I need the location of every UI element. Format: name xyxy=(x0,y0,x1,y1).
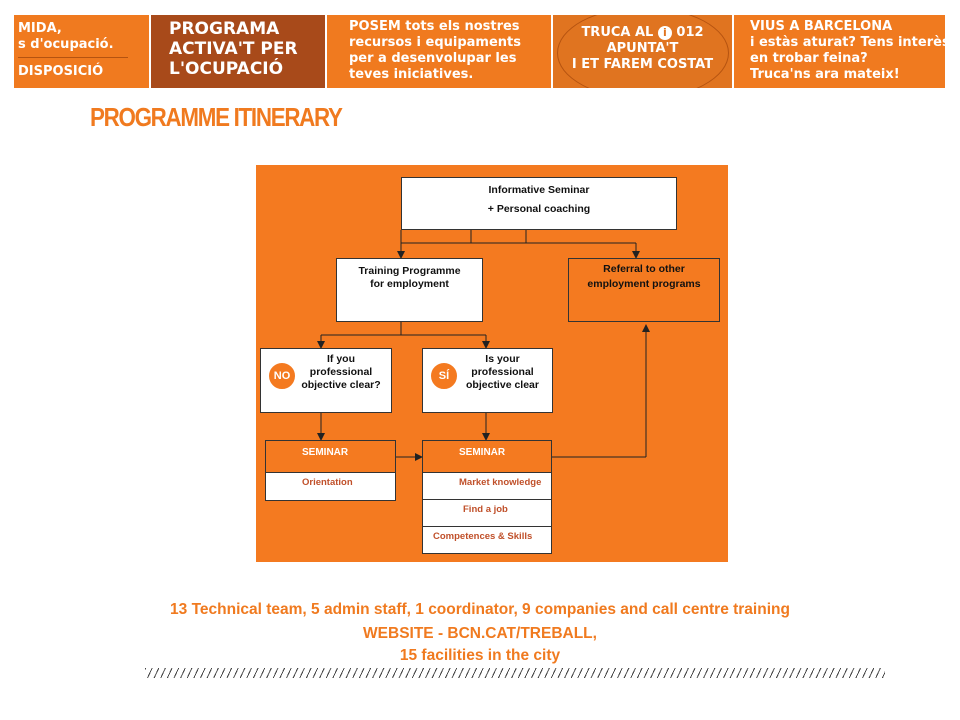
page-title: PROGRAMME ITINERARY xyxy=(90,102,343,132)
seminar-header: SEMINAR xyxy=(423,441,551,473)
banner-text: recursos i equipaments xyxy=(349,35,521,50)
top-banner: MIDA, s d'ocupació. DISPOSICIÓ PROGRAMA … xyxy=(14,15,945,88)
seminar-market-box: SEMINAR Market knowledge Find a job Comp… xyxy=(422,440,552,554)
box-text: Is your xyxy=(485,353,520,365)
banner-text: MIDA, xyxy=(18,21,62,36)
box-text: objective clear? xyxy=(301,379,381,391)
seminar-header: SEMINAR xyxy=(266,441,395,473)
banner-text: Truca'ns ara mateix! xyxy=(750,67,900,82)
box-text: If you xyxy=(327,353,355,365)
banner-text: per a desenvolupar les xyxy=(349,51,517,66)
seminar-item: Competences & Skills xyxy=(433,531,533,542)
box-text: employment programs xyxy=(587,278,701,290)
banner-text: teves iniciatives. xyxy=(349,67,474,82)
box-text: objective clear xyxy=(466,379,539,391)
footer-line-2: WEBSITE - BCN.CAT/TREBALL, xyxy=(363,625,597,642)
objective-unclear-box: NO If you professional objective clear? xyxy=(260,348,392,413)
box-text: Referral to other xyxy=(603,263,685,275)
footer-line-3: 15 facilities in the city xyxy=(399,647,561,664)
banner-text: VIUS A BARCELONA xyxy=(750,19,893,34)
banner-segment-5: VIUS A BARCELONA i estàs aturat? Tens in… xyxy=(742,15,945,88)
connector-lines xyxy=(317,230,650,461)
banner-segment-3: POSEM tots els nostres recursos i equipa… xyxy=(339,15,539,88)
seminar-item: Find a job xyxy=(423,500,551,527)
banner-text: DISPOSICIÓ xyxy=(18,64,104,79)
objective-clear-box: SÍ Is your professional objective clear xyxy=(422,348,553,413)
banner-text: L'OCUPACIÓ xyxy=(169,59,284,79)
seminar-item: Orientation xyxy=(302,477,353,488)
banner-segment-4: TRUCA AL i 012 APUNTA'T I ET FAREM COSTA… xyxy=(551,15,734,88)
referral-box: Referral to other employment programs xyxy=(568,258,720,322)
banner-text: s d'ocupació. xyxy=(18,37,114,52)
banner-text: en trobar feina? xyxy=(750,51,868,66)
seminar-item: Market knowledge xyxy=(423,473,551,500)
divider xyxy=(18,57,128,58)
box-text: professional xyxy=(471,366,534,378)
box-text: professional xyxy=(309,366,373,378)
informative-seminar-box: Informative Seminar + Personal coaching xyxy=(401,177,677,230)
banner-text: i estàs aturat? Tens interès xyxy=(750,35,945,50)
banner-text: ACTIVA'T PER xyxy=(169,39,298,59)
flow-diagram: Informative Seminar + Personal coaching … xyxy=(256,165,728,562)
box-text: Informative Seminar xyxy=(488,184,590,196)
seminar-orientation-box: SEMINAR Orientation xyxy=(265,440,396,501)
banner-segment-1: MIDA, s d'ocupació. DISPOSICIÓ xyxy=(14,15,146,88)
si-badge: SÍ xyxy=(429,361,459,391)
box-text: Training Programme xyxy=(358,265,461,277)
no-badge: NO xyxy=(267,361,297,391)
oval-outline xyxy=(557,15,729,88)
box-text: + Personal coaching xyxy=(487,203,591,215)
training-programme-box: Training Programme for employment xyxy=(336,258,483,322)
box-text: for employment xyxy=(370,278,449,290)
footer-line-1: 13 Technical team, 5 admin staff, 1 coor… xyxy=(170,601,790,618)
banner-segment-2: PROGRAMA ACTIVA'T PER L'OCUPACIÓ xyxy=(149,15,327,88)
banner-text: PROGRAMA xyxy=(169,19,280,39)
banner-text: POSEM tots els nostres xyxy=(349,19,520,34)
hatched-divider xyxy=(145,668,885,678)
